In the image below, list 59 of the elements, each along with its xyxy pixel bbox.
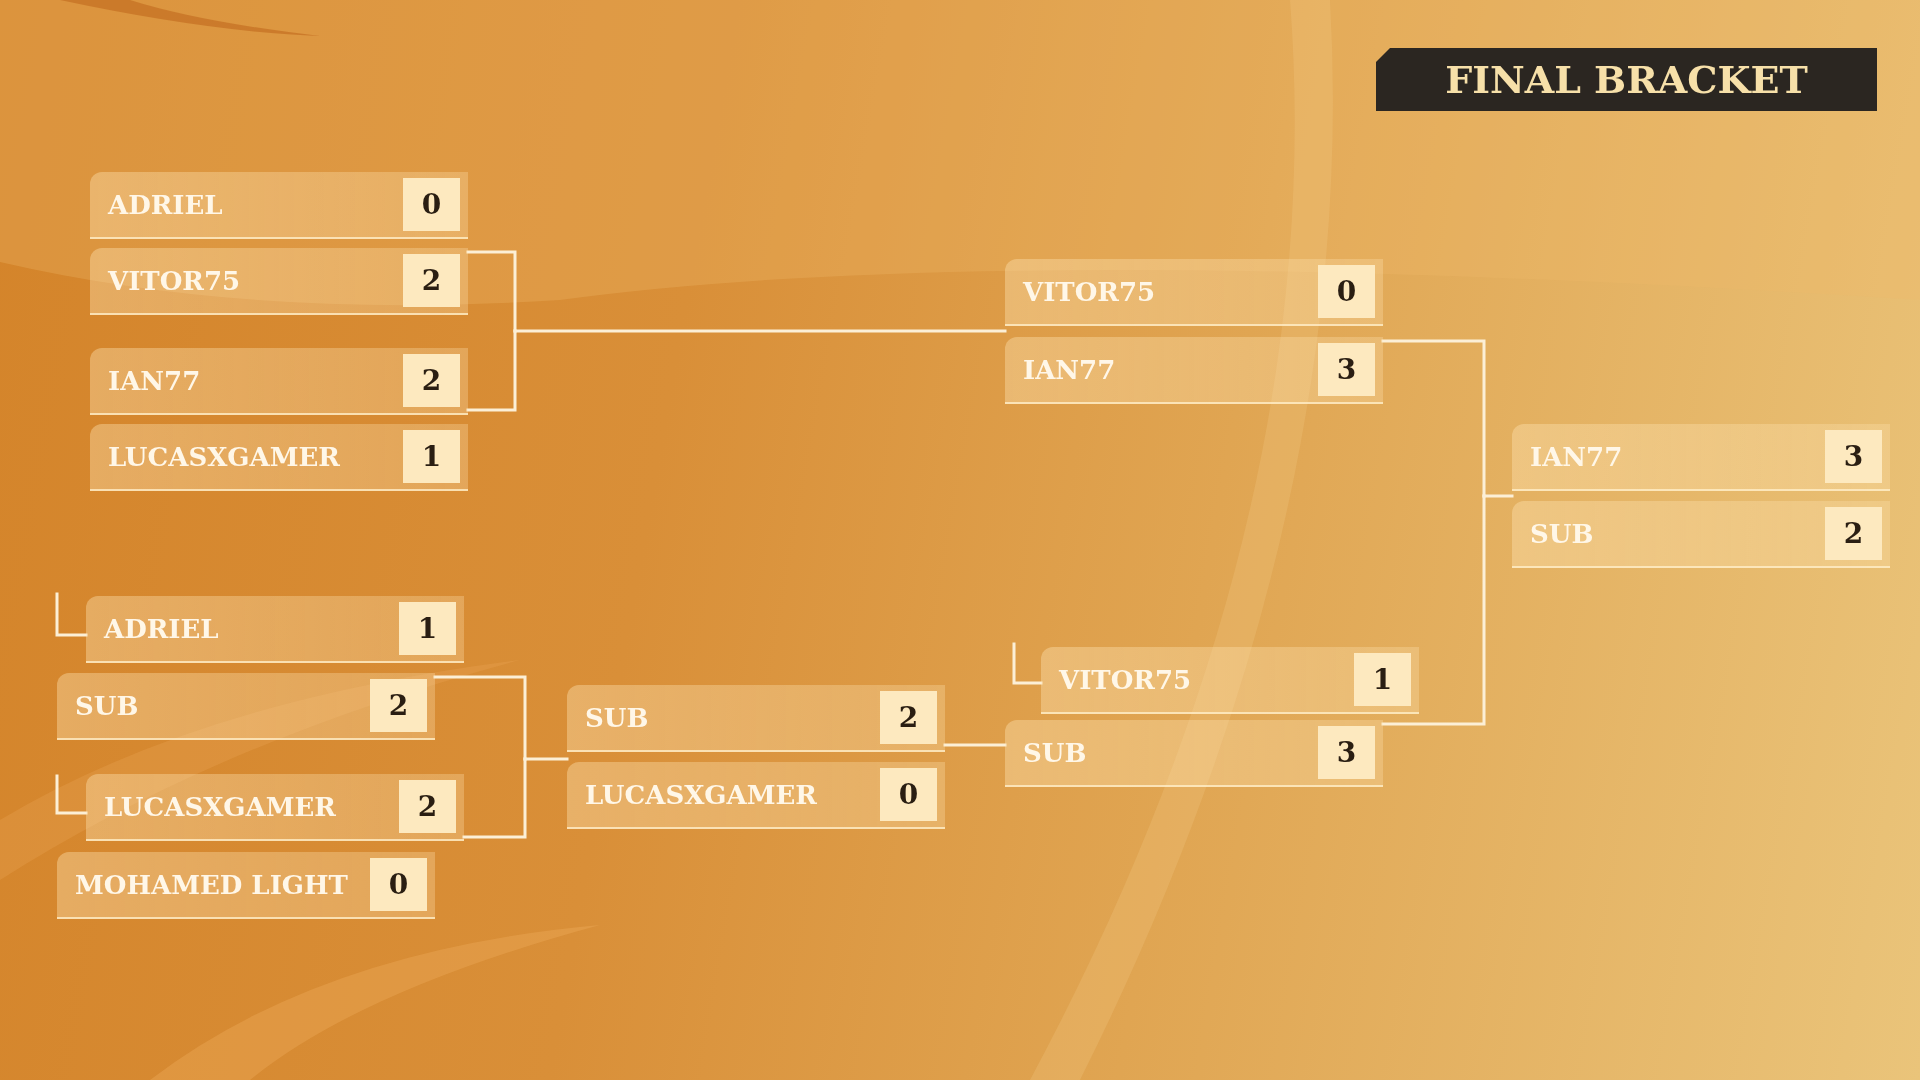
player-row [86, 596, 464, 663]
title: FINAL BRACKET [1376, 48, 1877, 111]
bracket-line [513, 329, 1007, 333]
score-box: 1 [403, 430, 460, 483]
score-box: 2 [403, 254, 460, 307]
player-name: SUB [585, 702, 649, 733]
player-row [90, 248, 468, 315]
player-name: ADRIEL [108, 189, 223, 220]
score-box: 0 [403, 178, 460, 231]
player-row [1041, 647, 1419, 714]
player-name: LUCASXGAMER [104, 791, 336, 822]
player-row [1512, 501, 1890, 568]
score-box: 0 [1318, 265, 1375, 318]
player-name: VITOR75 [108, 265, 241, 296]
player-row [1005, 720, 1383, 787]
player-name: IAN77 [1023, 354, 1116, 385]
player-row [57, 852, 435, 919]
player-row [567, 685, 945, 752]
bracket-line [943, 743, 1007, 747]
score-box: 2 [880, 691, 937, 744]
player-name: SUB [75, 690, 139, 721]
bracket-line [55, 774, 88, 815]
score-box: 1 [1354, 653, 1411, 706]
player-name: LUCASXGAMER [108, 441, 340, 472]
bracket-line [523, 757, 569, 761]
bracket-line [433, 675, 527, 761]
player-row [57, 673, 435, 740]
score-box: 2 [403, 354, 460, 407]
player-name: SUB [1530, 518, 1594, 549]
player-name: ADRIEL [104, 613, 219, 644]
player-row [90, 424, 468, 491]
player-row [90, 172, 468, 239]
player-row [1005, 337, 1383, 404]
score-box: 3 [1825, 430, 1882, 483]
score-box: 2 [1825, 507, 1882, 560]
player-name: IAN77 [1530, 441, 1623, 472]
bracket-line [1381, 339, 1486, 498]
bracket-line [466, 250, 517, 333]
player-row [86, 774, 464, 841]
player-row [567, 762, 945, 829]
player-name: IAN77 [108, 365, 201, 396]
player-row [1005, 259, 1383, 326]
score-box: 0 [370, 858, 427, 911]
player-name: SUB [1023, 737, 1087, 768]
player-name: VITOR75 [1023, 276, 1156, 307]
player-row [1512, 424, 1890, 491]
player-name: MOHAMED LIGHT [75, 869, 348, 900]
bracket-line [55, 592, 88, 637]
score-box: 0 [880, 768, 937, 821]
bracket-line [1012, 642, 1043, 685]
score-box: 2 [399, 780, 456, 833]
player-row [90, 348, 468, 415]
score-box: 3 [1318, 726, 1375, 779]
score-box: 2 [370, 679, 427, 732]
bracket-line [1482, 494, 1514, 498]
score-box: 1 [399, 602, 456, 655]
player-name: LUCASXGAMER [585, 779, 817, 810]
player-name: VITOR75 [1059, 664, 1192, 695]
score-box: 3 [1318, 343, 1375, 396]
